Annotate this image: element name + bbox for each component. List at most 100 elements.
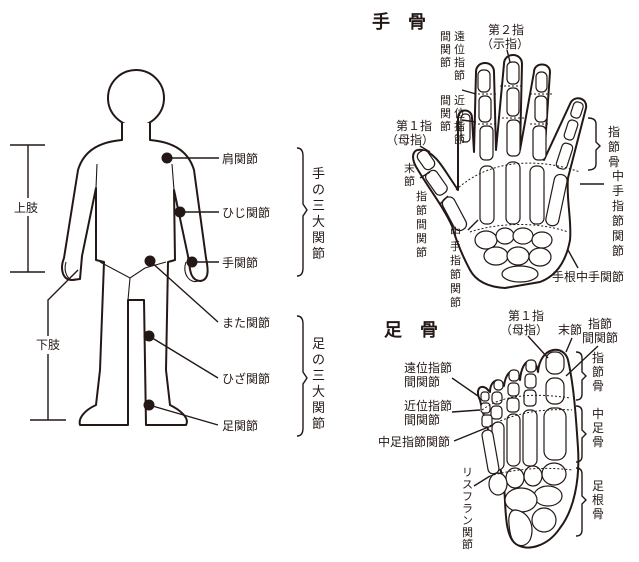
hand-meta-char: 節 — [612, 213, 624, 228]
hand-first-finger-paren: （母指） — [386, 132, 434, 147]
wrist-joint-label: 手関節 — [222, 255, 258, 270]
arm-group-char: 関 — [312, 231, 325, 246]
foot-phalanges-label: 指節骨 — [592, 350, 604, 393]
hand-mcp-char: 節 — [450, 267, 461, 281]
leg-group-char: 大 — [312, 385, 325, 400]
foot-tar-char: 根 — [592, 493, 604, 507]
hand-mcp-joint-label: 中手指節関節 — [450, 226, 461, 309]
arm-group-char: の — [312, 183, 325, 198]
hand-second-finger-paren: （示指） — [481, 36, 529, 51]
ankle-joint-label: 足関節 — [222, 418, 258, 433]
hand-ip-char: 節 — [416, 203, 427, 217]
hand-dip-char: 遠 — [454, 30, 465, 43]
hand-ip-char: 間 — [416, 218, 427, 231]
hand-pip-char: 位 — [454, 106, 465, 120]
leg-group-char: 節 — [312, 417, 325, 432]
foot-meta-char: 中 — [592, 406, 604, 421]
hip-joint-label: また関節 — [222, 315, 270, 330]
arm-group-char: 手 — [312, 167, 325, 182]
leg-group-brace — [297, 316, 307, 436]
shoulder-joint-label: 肩関節 — [222, 151, 258, 166]
foot-pip-label-2: 間関節 — [404, 412, 440, 427]
foot-dip-label-2: 間関節 — [404, 374, 440, 389]
knee-joint-label: ひざ関節 — [222, 371, 270, 386]
hand-phalanges-label: 指節骨 — [608, 124, 620, 169]
hand-pip-char: 関 — [440, 107, 451, 120]
hand-phal-char: 骨 — [608, 155, 620, 169]
arm-group-brace — [297, 148, 307, 276]
elbow-joint-label: ひじ関節 — [222, 205, 270, 220]
leg-group-char: 足 — [312, 337, 325, 352]
hand-mcp-char: 関 — [450, 282, 461, 295]
hand-dip-char: 指 — [454, 55, 465, 69]
foot-title: 足 骨 — [384, 320, 438, 341]
hand-title: 手 骨 — [372, 11, 426, 33]
hand-cmc-label: 手根中手関節 — [552, 269, 624, 284]
foot-ip-joint-label-2: 間関節 — [582, 330, 618, 345]
upper-limb-label: 上肢 — [14, 200, 38, 215]
foot-tar-char: 足 — [592, 479, 604, 493]
arm-group-char: 三 — [312, 199, 325, 214]
arm-group-char: 節 — [312, 247, 325, 262]
foot-metatarsal-label: 中足骨 — [592, 406, 604, 449]
leg-group-char: の — [312, 353, 325, 368]
hand-pip-label: 近位指節間関節 — [440, 94, 465, 146]
hand-mcp-char: 節 — [450, 295, 461, 309]
foot-meta-char: 骨 — [592, 435, 604, 449]
hand-dip-char: 節 — [454, 68, 465, 82]
foot-mtp-label: 中足指節関節 — [378, 434, 450, 449]
foot-dip-label: 遠位指節 — [404, 360, 452, 375]
hand-meta-char: 関 — [612, 229, 624, 243]
lower-limb-label: 下肢 — [36, 337, 60, 352]
head — [108, 70, 164, 126]
foot-tarsal-label: 足根骨 — [592, 479, 604, 521]
hand-mcp-char: 手 — [450, 239, 461, 253]
hand-pip-char: 節 — [454, 132, 465, 146]
foot-first-toe-paren: （母指） — [500, 322, 548, 337]
foot-phal-char: 指 — [592, 350, 604, 365]
hand-pip-char: 節 — [440, 119, 451, 133]
hand-mcp-char: 指 — [450, 253, 461, 267]
hand-ip-joint-label: 指節間関節 — [416, 189, 427, 259]
hand-first-finger-label: 第１指 — [396, 118, 432, 133]
foot-meta-char: 足 — [592, 421, 604, 435]
leg-group-char: 関 — [312, 401, 325, 416]
hand-ip-char: 節 — [416, 245, 427, 259]
hand-meta-char: 指 — [612, 198, 624, 213]
hand-meta-char: 節 — [612, 243, 624, 258]
hand-meta-char: 手 — [612, 184, 624, 198]
hand-distal-char: 節 — [404, 174, 415, 188]
hand-ip-char: 指 — [416, 189, 427, 203]
foot-pip-label: 近位指節 — [404, 398, 452, 413]
hand-dip-label: 遠位指節間関節 — [440, 30, 465, 82]
hand-distal-char: 末 — [404, 161, 415, 175]
hand-dip-char: 節 — [440, 55, 451, 69]
foot-distal-label: 末節 — [558, 322, 582, 337]
foot-phal-char: 骨 — [592, 379, 604, 393]
hand-dip-char: 間 — [440, 30, 451, 43]
hand-dip-char: 関 — [440, 43, 451, 56]
foot-ip-joint-label: 指節 — [588, 316, 612, 331]
hand-pip-char: 指 — [454, 119, 465, 133]
hand-phal-char: 節 — [608, 139, 620, 154]
leg-group-char: 三 — [312, 369, 325, 384]
foot-tar-char: 骨 — [592, 507, 604, 521]
hand-ip-char: 関 — [416, 232, 427, 245]
foot-bones-diagram: 足 骨 — [378, 308, 618, 551]
hand-distal-phalanx-label: 末節 — [404, 161, 415, 188]
hand-metacarpal-label: 中手指節関節 — [612, 168, 624, 258]
hand-bones-diagram: 手 骨 — [372, 11, 624, 309]
hand-dip-char: 位 — [454, 42, 465, 56]
arm-group-char: 大 — [312, 215, 325, 230]
hand-pip-char: 間 — [440, 94, 451, 107]
hand-phalanges-brace — [588, 118, 600, 170]
hand-meta-char: 中 — [612, 168, 624, 183]
foot-phal-char: 節 — [592, 364, 604, 379]
hand-mcp-char: 中 — [450, 226, 461, 239]
foot-first-toe-label: 第１指 — [508, 308, 544, 323]
human-body-figure: 上肢 下肢 肩関節 ひじ関節 手関節 また関節 ひざ関節 足関節 手の三大関節 … — [10, 70, 325, 436]
hand-second-finger-label: 第２指 — [488, 22, 524, 37]
